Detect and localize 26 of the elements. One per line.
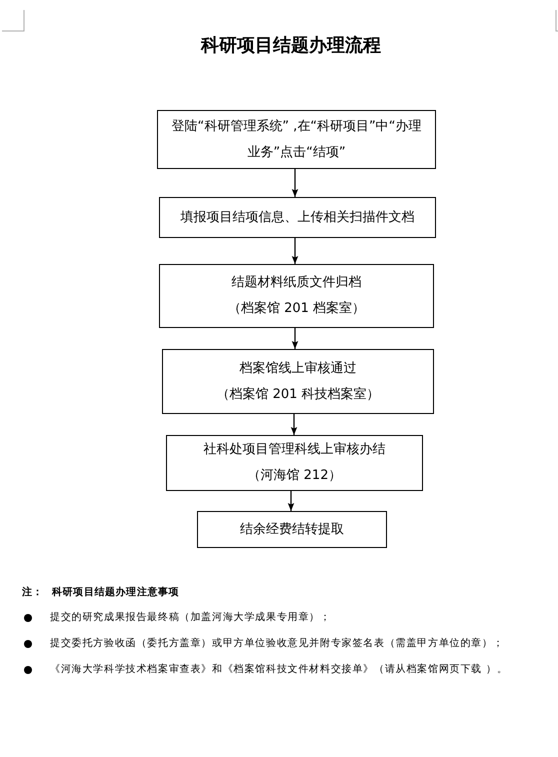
diagram-title: 科研项目结题办理流程	[201, 34, 381, 57]
location-text: （档案馆 201 档案室）	[228, 300, 366, 318]
arrow	[292, 328, 298, 349]
note-item: 提交的研究成果报告最终稿（加盖河海大学成果专用章）；	[50, 611, 331, 625]
arrow	[292, 169, 298, 197]
location-text: （档案馆 201 科技档案室）	[216, 386, 380, 404]
step-text: 填报项目结项信息、上传相关扫描件文档	[180, 208, 414, 226]
process-box	[159, 197, 436, 238]
step-text: 结余经费结转提取	[240, 520, 344, 538]
step-text: 结题材料纸质文件归档	[232, 274, 362, 292]
step-text: 登陆“科研管理系统” ,在“科研项目”中“办理业务”点击“结项”	[170, 118, 422, 162]
step-text: 档案馆线上审核通过	[240, 360, 356, 378]
process-box	[159, 264, 434, 328]
note-item: 提交委托方验收函（委托方盖章）或甲方单位验收意见并附专家签名表（需盖甲方单位的章）；	[50, 637, 504, 651]
note-item: 《河海大学科学技术档案审查表》和《档案馆科技文件材料交接单》（请从档案馆网页下载 ）。	[50, 663, 508, 677]
arrow	[290, 414, 298, 435]
note-label: 注：	[22, 586, 44, 600]
arrow	[292, 238, 298, 264]
arrow	[288, 491, 294, 511]
process-box	[166, 435, 423, 491]
step-text: 社科处项目管理科线上审核办结	[204, 441, 386, 459]
location-text: （河海馆 212）	[248, 467, 342, 485]
process-box	[157, 110, 436, 169]
note-heading: 科研项目结题办理注意事项	[52, 586, 180, 600]
process-box	[197, 511, 387, 548]
process-box	[162, 349, 434, 414]
